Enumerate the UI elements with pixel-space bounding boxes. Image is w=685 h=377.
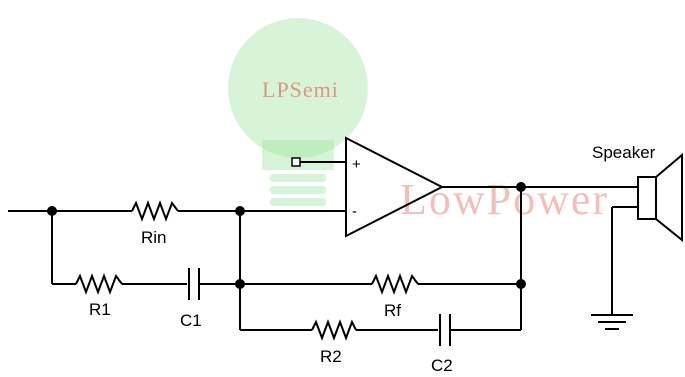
opamp-minus-sign: - <box>352 203 357 220</box>
speaker-body <box>637 176 657 220</box>
opamp-plus-sign: + <box>352 156 361 173</box>
resistor-r2 <box>311 319 357 341</box>
r2-label: R2 <box>320 347 342 366</box>
noninverting-input-terminal <box>291 157 301 167</box>
speaker-cone <box>655 152 683 243</box>
r1-label: R1 <box>89 300 111 319</box>
rin-label: Rin <box>141 228 167 247</box>
opamp-triangle <box>345 136 445 238</box>
rf-label: Rf <box>384 301 401 320</box>
resistor-rf <box>371 273 419 295</box>
ground-icon <box>591 314 633 330</box>
c1-label: C1 <box>180 311 202 330</box>
watermark-bulb <box>228 18 368 206</box>
speaker-label: Speaker <box>592 143 656 162</box>
resistor-rin <box>131 200 179 222</box>
c2-label: C2 <box>431 356 453 375</box>
watermark-logo-text: LPSemi <box>262 77 339 102</box>
resistor-r1 <box>75 273 123 295</box>
output-feedback-junction <box>516 279 526 289</box>
